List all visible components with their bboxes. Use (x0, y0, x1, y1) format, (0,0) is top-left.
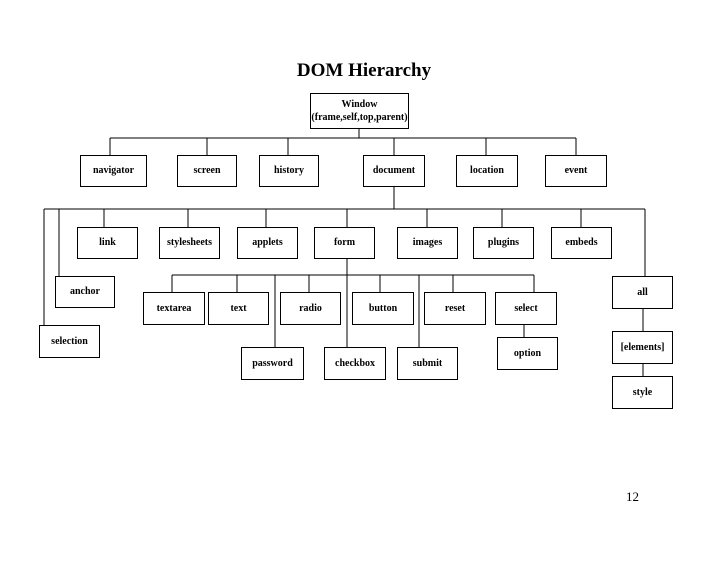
text-node: text (208, 292, 269, 325)
all-node: all (612, 276, 673, 309)
radio-node: radio (280, 292, 341, 325)
submit-node: submit (397, 347, 458, 380)
applets-node: applets (237, 227, 298, 259)
plugins-node: plugins (473, 227, 534, 259)
images-node: images (397, 227, 458, 259)
location-node: location (456, 155, 518, 187)
option-node: option (497, 337, 558, 370)
button-node: button (352, 292, 414, 325)
link-node: link (77, 227, 138, 259)
window-sublabel: (frame,self,top,parent) (311, 112, 408, 123)
screen-node: screen (177, 155, 237, 187)
page-number: 12 (626, 489, 639, 504)
selection-node: selection (39, 325, 100, 358)
form-node: form (314, 227, 375, 259)
event-node: event (545, 155, 607, 187)
diagram-title: DOM Hierarchy (296, 60, 432, 81)
checkbox-node: checkbox (324, 347, 386, 380)
textarea-node: textarea (143, 292, 205, 325)
navigator-node: navigator (80, 155, 147, 187)
reset-node: reset (424, 292, 486, 325)
document-node: document (363, 155, 425, 187)
style-node: style (612, 376, 673, 409)
window-label: Window (341, 98, 378, 110)
select-node: select (495, 292, 557, 325)
embeds-node: embeds (551, 227, 612, 259)
stylesheets-node: stylesheets (159, 227, 220, 259)
anchor-node: anchor (55, 276, 115, 308)
history-node: history (259, 155, 319, 187)
elements-node: [elements] (612, 331, 673, 364)
window-node: Window (frame,self,top,parent) (310, 93, 409, 129)
password-node: password (241, 347, 304, 380)
